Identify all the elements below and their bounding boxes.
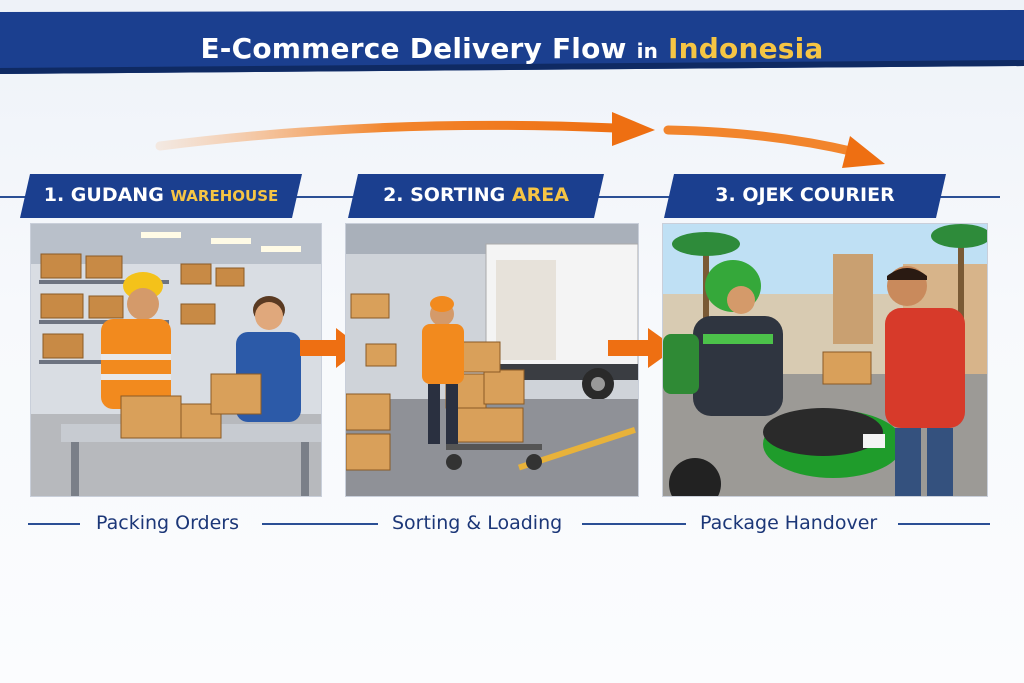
sorting-scene [345, 223, 639, 497]
flow-arrow-1 [155, 120, 620, 151]
step-3-number: 3. OJEK COURIER [715, 184, 895, 206]
flow-arrow-2 [663, 125, 860, 157]
step-2-header: 2. SORTING AREA [348, 174, 604, 218]
step-3-header: 3. OJEK COURIER [664, 174, 946, 218]
courier-scene [662, 223, 988, 497]
caption-packing-orders: Packing Orders [96, 512, 240, 534]
flow-arrows [155, 112, 885, 168]
caption-line-mid-1 [262, 523, 378, 525]
caption-line-mid-2 [582, 523, 686, 525]
title-banner: E-Commerce Delivery Flow in Indonesia [0, 10, 1024, 78]
flow-arrow-2-head [842, 136, 885, 168]
flow-arrow-1-head [612, 112, 655, 146]
caption-sorting-loading: Sorting & Loading [392, 512, 563, 534]
page-title: E-Commerce Delivery Flow in Indonesia [200, 32, 824, 65]
sorting-loading-illustration [346, 224, 638, 496]
courier-handover-illustration [663, 224, 987, 496]
step-2-number: 2. SORTING [383, 184, 506, 206]
banner-shape [0, 10, 1024, 74]
mid-arrow-2 [608, 328, 676, 368]
caption-row: Packing Orders Sorting & Loading Package… [0, 506, 1024, 542]
step-2-accent: AREA [511, 184, 569, 206]
caption-line-left [28, 523, 80, 525]
step-1-accent: WAREHOUSE [170, 187, 279, 205]
warehouse-packing-illustration [31, 224, 321, 496]
warehouse-scene [30, 223, 322, 497]
caption-package-handover: Package Handover [700, 512, 878, 534]
step-1-number: 1. GUDANG [43, 184, 164, 206]
caption-line-right [898, 523, 990, 525]
step-1-header: 1. GUDANG WAREHOUSE [20, 174, 302, 218]
